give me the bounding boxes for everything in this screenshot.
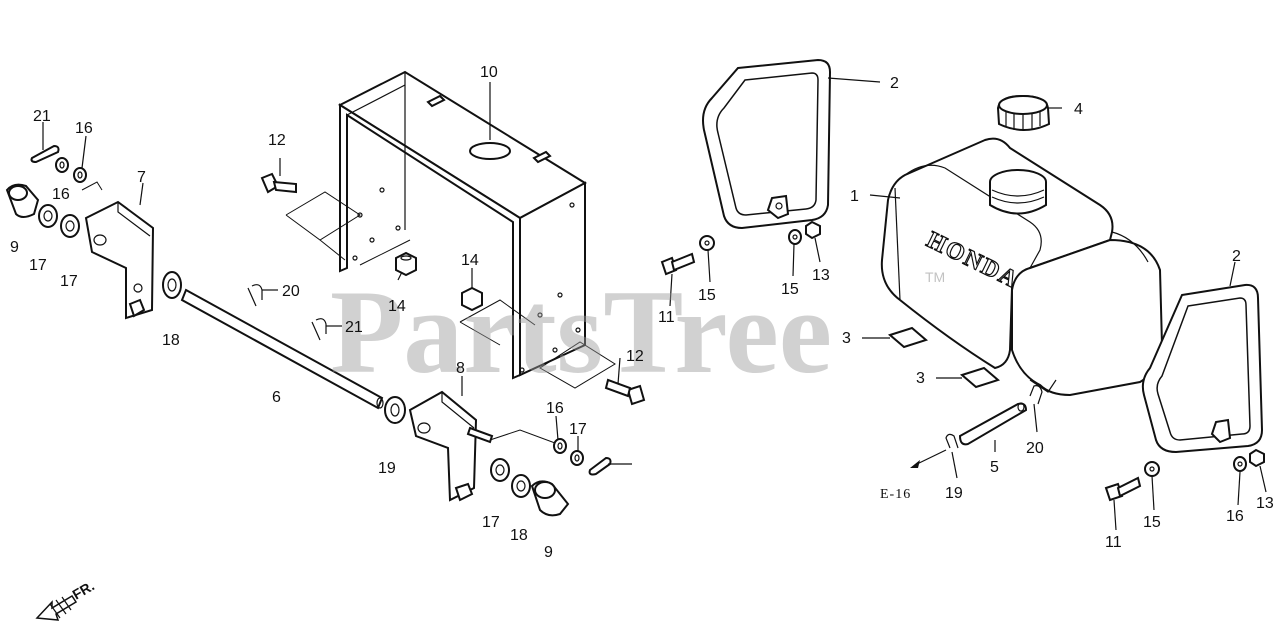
callout-16-b[interactable]: 16: [52, 186, 70, 203]
band-washer-15-d[interactable]: [1233, 456, 1247, 472]
band-nut-13-a[interactable]: [805, 220, 821, 240]
callout-13-right[interactable]: 13: [1256, 495, 1274, 512]
band-washer-15-c[interactable]: [1144, 461, 1160, 477]
callout-2-right[interactable]: 2: [1232, 248, 1241, 265]
callout-17-c[interactable]: 17: [482, 514, 500, 531]
band-bolt-left[interactable]: [660, 252, 696, 276]
callout-16-c[interactable]: 16: [546, 400, 564, 417]
washer-18-right[interactable]: [384, 396, 406, 424]
pin-clip-left[interactable]: [945, 433, 959, 449]
callout-5[interactable]: 5: [990, 459, 999, 476]
callout-14-center[interactable]: 14: [461, 252, 479, 269]
callout-1[interactable]: 1: [850, 188, 859, 205]
callout-3-lower[interactable]: 3: [916, 370, 925, 387]
trademark-mark: TM: [925, 269, 945, 285]
callout-15-d[interactable]: 16: [1226, 508, 1244, 525]
cotter-pin-left[interactable]: [30, 144, 60, 164]
band-bolt-right[interactable]: [1104, 476, 1142, 502]
reference-arrow: [914, 449, 947, 466]
callout-18-right[interactable]: 19: [378, 460, 396, 477]
callout-15-b[interactable]: 15: [781, 281, 799, 298]
callout-17-a[interactable]: 17: [29, 257, 47, 274]
band-washer-15-a[interactable]: [699, 235, 715, 251]
callout-4[interactable]: 4: [1074, 101, 1083, 118]
callout-19-left[interactable]: 19: [945, 485, 963, 502]
callout-16-a[interactable]: 16: [75, 120, 93, 137]
callout-11-left[interactable]: 11: [658, 309, 675, 326]
reference-arrow-head: [910, 460, 920, 468]
leader-lines: [42, 77, 1267, 531]
washer-17-d[interactable]: [511, 474, 531, 498]
pin-clip-right[interactable]: [1029, 385, 1043, 405]
flange-bolt-upper[interactable]: [260, 172, 297, 194]
front-direction-arrow: [35, 594, 78, 621]
reference-page-label: E-16: [880, 487, 911, 502]
tank-band-right[interactable]: [1141, 283, 1264, 454]
rubber-bushing-right[interactable]: [530, 480, 570, 517]
support-shaft[interactable]: [180, 288, 384, 410]
flange-nut-right[interactable]: [395, 251, 417, 277]
flange-bolt-lower[interactable]: [604, 378, 646, 406]
callout-9-left[interactable]: 9: [10, 239, 19, 256]
tank-cushion-upper[interactable]: [887, 326, 929, 349]
callout-2-upper[interactable]: 2: [890, 75, 899, 92]
tank-cushion-lower[interactable]: [959, 366, 1001, 389]
callout-8[interactable]: 8: [456, 360, 465, 377]
band-washer-15-b[interactable]: [788, 229, 802, 245]
assembly-dashed-lines: [81, 181, 616, 444]
bracket-right[interactable]: [408, 390, 494, 502]
callout-20-upper[interactable]: 20: [282, 283, 300, 300]
tank-pin[interactable]: [958, 402, 1028, 446]
tank-band-upper[interactable]: [702, 58, 832, 230]
washer-16-b[interactable]: [73, 167, 87, 183]
rubber-bushing-left[interactable]: [5, 183, 40, 218]
callout-16-d[interactable]: 17: [569, 421, 587, 438]
callout-12-upper[interactable]: 12: [268, 132, 286, 149]
washer-17-b[interactable]: [60, 214, 80, 238]
callout-17-d[interactable]: 18: [510, 527, 528, 544]
lynch-pin-upper[interactable]: [247, 284, 263, 307]
callout-7[interactable]: 7: [137, 169, 146, 186]
callout-6[interactable]: 6: [272, 389, 281, 406]
washer-16-a[interactable]: [55, 157, 69, 173]
callout-17-b[interactable]: 17: [60, 273, 78, 290]
callout-19-right[interactable]: 20: [1026, 440, 1044, 457]
bracket-left[interactable]: [84, 200, 155, 320]
callout-12-lower[interactable]: 12: [626, 348, 644, 365]
fuel-tank[interactable]: [880, 137, 1164, 397]
callout-18-left[interactable]: 18: [162, 332, 180, 349]
callout-14-lower[interactable]: 14: [388, 298, 406, 315]
callout-11-right[interactable]: 11: [1105, 534, 1122, 551]
watermark: PartsTree: [330, 265, 832, 398]
callout-15-c[interactable]: 15: [1143, 514, 1161, 531]
callout-20-lower[interactable]: 21: [345, 319, 363, 336]
band-nut-13-b[interactable]: [1249, 448, 1265, 468]
washer-18-left[interactable]: [162, 271, 182, 299]
fuel-cap[interactable]: [996, 94, 1051, 131]
washer-16-c[interactable]: [553, 438, 567, 454]
callout-21-left[interactable]: 21: [33, 108, 51, 125]
washer-17-c[interactable]: [490, 458, 510, 482]
callout-13-left[interactable]: 13: [812, 267, 830, 284]
washer-16-d[interactable]: [570, 450, 584, 466]
callout-9-right[interactable]: 9: [544, 544, 553, 561]
protector-frame[interactable]: [337, 70, 588, 380]
lynch-pin-lower[interactable]: [311, 318, 327, 341]
cotter-pin-right[interactable]: [588, 456, 612, 476]
callout-15-a[interactable]: 15: [698, 287, 716, 304]
callout-10[interactable]: 10: [480, 64, 498, 81]
callout-3-upper[interactable]: 3: [842, 330, 851, 347]
washer-17-a[interactable]: [38, 204, 58, 228]
